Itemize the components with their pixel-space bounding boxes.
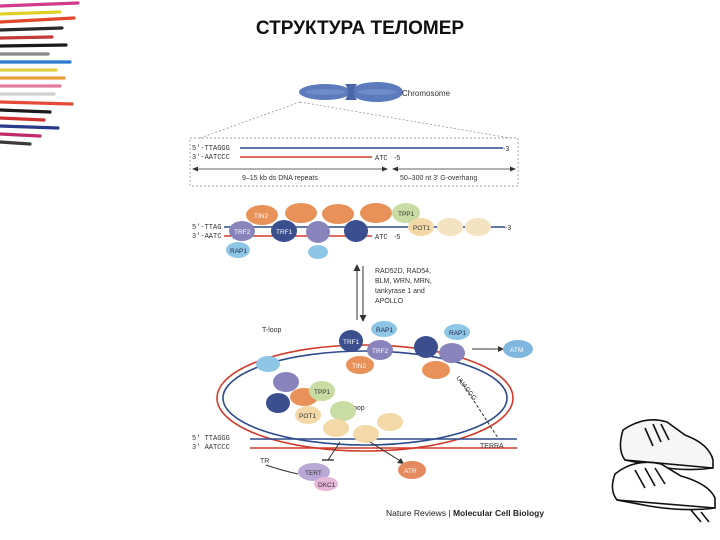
svg-text:TERT: TERT [305, 470, 322, 477]
svg-text:RAP1: RAP1 [449, 330, 466, 337]
trf1-protein [271, 220, 297, 242]
atm-kinase [503, 340, 533, 358]
page-title: СТРУКТУРА ТЕЛОМЕР [255, 18, 465, 39]
trf2-protein [229, 221, 255, 241]
chromosome-icon [299, 82, 403, 102]
svg-text:TRF1: TRF1 [343, 339, 360, 346]
bottom-strand-5prime-end: -5 [394, 155, 400, 162]
uuaggg-label: UUAGGG [454, 375, 477, 402]
atr-kinase [398, 461, 426, 479]
bottom-strand-3prime: 3'-AATCCC [192, 154, 230, 162]
shelterin-3prime-end: -3 [505, 225, 511, 232]
top-strand-3prime-end: -3 [503, 146, 509, 153]
shelterin-atc: ATC [375, 234, 388, 242]
t-loop-label: T-loop [262, 327, 282, 334]
chromosome-label: Chromosome [402, 89, 451, 98]
figure-source-credit: Nature Reviews | Molecular Cell Biology [386, 508, 544, 518]
pot1-protein [408, 218, 434, 236]
t-loop-blue-strand [222, 350, 508, 446]
svg-text:POT1: POT1 [299, 413, 316, 420]
svg-text:TRF2: TRF2 [372, 348, 389, 355]
terra-label: TERRA [480, 443, 504, 450]
journal-name: Nature Reviews [386, 508, 446, 518]
bottom-strand-atc: ATC [375, 155, 388, 163]
svg-text:RAP1: RAP1 [376, 327, 393, 334]
remodeling-factors-label: RAD52D, RAD54, BLM, WRN, MRN, tankyrase … [375, 268, 434, 305]
tr-label: TR [260, 458, 269, 465]
svg-text:ATR: ATR [404, 468, 417, 475]
svg-text:ATM: ATM [510, 347, 523, 354]
tin2-label: TIN2 [254, 213, 268, 220]
svg-text:DKC1: DKC1 [318, 482, 336, 489]
ds-repeats-label: 9–15 kb ds DNA repeats [242, 175, 318, 182]
g-overhang-label: 50–300 nt 3' G-overhang [400, 175, 477, 182]
shelterin-top-strand: 5'-TTAG [192, 224, 221, 232]
shelterin-5prime-end: -5 [394, 234, 400, 241]
pot1-label: POT1 [413, 225, 430, 232]
tpp1-label: TPP1 [398, 211, 415, 218]
tpp1-protein [392, 203, 420, 223]
telomere-structure-figure: Chromosome 5'-TTAGGG 3'-AATCCC -3 ATC -5… [189, 82, 533, 491]
tloop-top-strand: 5' TTAGGG [192, 435, 230, 443]
rap1-label: RAP1 [230, 248, 247, 255]
svg-text:TPP1: TPP1 [314, 389, 331, 396]
tert-protein [298, 463, 330, 481]
trf2-label: TRF2 [234, 229, 251, 236]
shoelaces-decoration [0, 1, 80, 146]
tin2-protein [246, 205, 278, 225]
rap1-protein [226, 242, 250, 258]
shoes-illustration [611, 419, 716, 523]
svg-text:TIN2: TIN2 [352, 363, 366, 370]
dkc1-protein [314, 477, 338, 491]
credit-separator: | [446, 508, 453, 518]
t-loop-red-strand [216, 344, 514, 452]
tloop-bottom-strand: 3' AATCCC [192, 444, 230, 452]
top-strand-5prime: 5'-TTAGGG [192, 145, 230, 153]
trf1-label: TRF1 [276, 229, 293, 236]
shelterin-bottom-strand: 3'-AATC [192, 233, 221, 241]
journal-section: Molecular Cell Biology [452, 508, 545, 518]
